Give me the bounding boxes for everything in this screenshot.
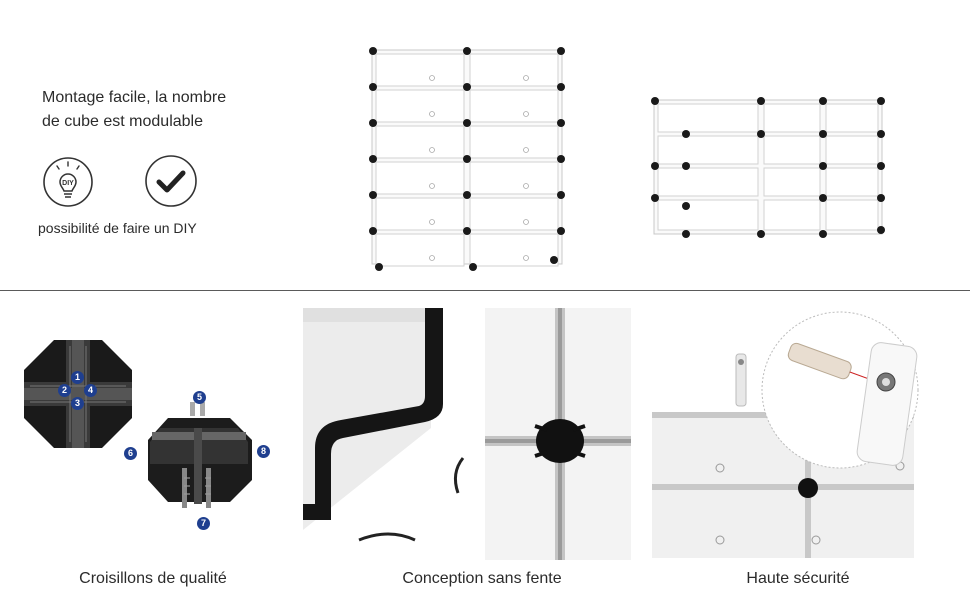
connector-number-7: 7: [197, 517, 210, 530]
caption-quality-connectors: Croisillons de qualité: [79, 570, 227, 587]
seamless-joint-closeup: [485, 308, 631, 560]
diy-caption: possibilité de faire un DIY: [38, 220, 197, 236]
safety-anchor-closeup: [650, 308, 970, 560]
caption-seamless-design: Conception sans fente: [402, 570, 562, 587]
seamless-corner-closeup: [303, 308, 471, 550]
tall-cube-cabinet-image: [366, 42, 572, 278]
connector-side-view: 5 6 7 8: [120, 388, 276, 534]
diy-badge-text: DIY: [62, 180, 74, 187]
section-divider: [0, 290, 970, 291]
connector-number-6: 6: [124, 447, 137, 460]
connector-number-3: 3: [71, 397, 84, 410]
connector-number-4: 4: [84, 384, 97, 397]
connector-number-8: 8: [257, 445, 270, 458]
connector-front-view: 1 2 3 4: [22, 338, 134, 450]
wide-cube-cabinet-image: [648, 94, 888, 240]
connector-number-2: 2: [58, 384, 71, 397]
caption-high-safety: Haute sécurité: [746, 570, 850, 587]
lightbulb-diy-icon: DIY: [42, 156, 94, 208]
connector-number-1: 1: [71, 371, 84, 384]
headline-line-2: de cube est modulable: [42, 113, 203, 130]
checkmark-icon: [144, 154, 198, 208]
headline-line-1: Montage facile, la nombre: [42, 89, 227, 106]
headline: Montage facile, la nombre de cube est mo…: [42, 86, 282, 134]
connector-number-5: 5: [193, 391, 206, 404]
